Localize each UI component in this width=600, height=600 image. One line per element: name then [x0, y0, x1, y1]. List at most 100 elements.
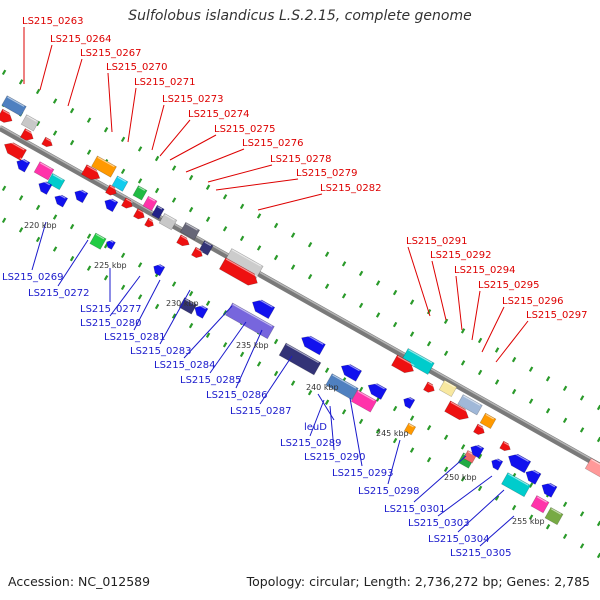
gene-feature[interactable]	[224, 248, 264, 279]
reverse-gene-label[interactable]: LS215_0286	[206, 390, 267, 401]
forward-gene-label[interactable]: LS215_0273	[162, 94, 223, 105]
gene-feature[interactable]	[473, 423, 486, 437]
reverse-gene-label[interactable]: LS215_0269	[2, 272, 63, 283]
gene-feature[interactable]	[584, 457, 600, 478]
gene-feature[interactable]	[530, 495, 550, 514]
gene-feature[interactable]	[89, 232, 107, 250]
gene-feature[interactable]	[151, 204, 165, 220]
gene-feature[interactable]	[176, 234, 192, 249]
gene-feature[interactable]	[468, 442, 485, 459]
gene-feature[interactable]	[121, 197, 134, 211]
gene-feature[interactable]	[479, 412, 497, 430]
gene-feature[interactable]	[133, 208, 146, 221]
gene-feature[interactable]	[144, 217, 156, 229]
gene-feature[interactable]	[132, 185, 148, 201]
genome-backbone-highlight	[0, 125, 600, 465]
gene-feature[interactable]	[391, 354, 416, 376]
gene-feature[interactable]	[299, 333, 326, 356]
gene-feature[interactable]	[365, 380, 388, 400]
gene-feature[interactable]	[105, 184, 118, 198]
gene-feature[interactable]	[499, 440, 513, 453]
guide-dot	[171, 197, 177, 203]
gene-feature[interactable]	[0, 108, 15, 125]
reverse-gene-label[interactable]: LS215_0285	[180, 375, 241, 386]
reverse-gene-label[interactable]: leuD	[304, 422, 327, 433]
gene-feature[interactable]	[151, 262, 166, 277]
gene-feature[interactable]	[41, 136, 55, 149]
gene-feature[interactable]	[423, 381, 436, 395]
reverse-gene-label[interactable]: LS215_0277	[80, 304, 141, 315]
gene-feature[interactable]	[544, 507, 564, 526]
gene-feature[interactable]	[350, 389, 378, 413]
gene-feature[interactable]	[523, 467, 542, 485]
gene-feature[interactable]	[403, 422, 417, 436]
reverse-gene-label[interactable]: LS215_0283	[130, 346, 191, 357]
forward-gene-label[interactable]: LS215_0294	[454, 265, 515, 276]
gene-feature[interactable]	[218, 257, 260, 289]
gene-feature-gloss	[406, 395, 413, 401]
gene-feature[interactable]	[438, 379, 458, 398]
gene-feature[interactable]	[20, 114, 40, 132]
gene-feature-gloss	[148, 197, 156, 202]
reverse-gene-label[interactable]: LS215_0304	[428, 534, 489, 545]
gene-feature[interactable]	[457, 394, 483, 416]
gene-feature[interactable]	[489, 457, 504, 471]
forward-gene-label[interactable]: LS215_0267	[80, 48, 141, 59]
forward-gene-label[interactable]: LS215_0295	[478, 280, 539, 291]
gene-feature[interactable]	[46, 172, 66, 191]
reverse-gene-label[interactable]: LS215_0293	[332, 468, 393, 479]
gene-feature[interactable]	[111, 175, 129, 192]
forward-gene-label[interactable]: LS215_0278	[270, 154, 331, 165]
gene-feature[interactable]	[501, 472, 531, 498]
gene-feature[interactable]	[338, 361, 363, 382]
forward-gene-label[interactable]: LS215_0263	[22, 16, 83, 27]
reverse-gene-label[interactable]: LS215_0305	[450, 548, 511, 559]
gene-feature[interactable]	[1, 95, 27, 117]
gene-feature[interactable]	[278, 342, 322, 376]
gene-feature[interactable]	[105, 239, 116, 250]
gene-feature[interactable]	[158, 213, 178, 231]
gene-feature[interactable]	[444, 400, 472, 423]
forward-gene-label[interactable]: LS215_0296	[502, 296, 563, 307]
reverse-gene-label[interactable]: LS215_0301	[384, 504, 445, 515]
gene-feature[interactable]	[539, 480, 558, 498]
gene-feature[interactable]	[179, 221, 201, 241]
forward-gene-label[interactable]: LS215_0264	[50, 34, 111, 45]
gene-feature[interactable]	[249, 297, 276, 320]
gene-feature[interactable]	[52, 192, 69, 208]
reverse-gene-label[interactable]: LS215_0289	[280, 438, 341, 449]
gene-feature[interactable]	[191, 246, 204, 260]
reverse-gene-label[interactable]: LS215_0280	[80, 318, 141, 329]
forward-gene-label[interactable]: LS215_0274	[188, 109, 249, 120]
forward-gene-label[interactable]: LS215_0282	[320, 183, 381, 194]
forward-gene-label[interactable]: LS215_0275	[214, 124, 275, 135]
gene-feature[interactable]	[142, 195, 158, 212]
forward-gene-label[interactable]: LS215_0271	[134, 77, 195, 88]
reverse-gene-label[interactable]: LS215_0284	[154, 360, 215, 371]
forward-gene-label[interactable]: LS215_0291	[406, 236, 467, 247]
gene-feature[interactable]	[14, 157, 31, 173]
forward-gene-label[interactable]: LS215_0292	[430, 250, 491, 261]
gene-feature[interactable]	[505, 451, 532, 474]
forward-gene-label[interactable]: LS215_0276	[242, 138, 303, 149]
reverse-gene-label[interactable]: LS215_0287	[230, 406, 291, 417]
gene-feature[interactable]	[33, 161, 55, 181]
gene-feature[interactable]	[192, 303, 209, 319]
gene-feature[interactable]	[325, 373, 359, 401]
gene-feature[interactable]	[91, 155, 117, 178]
gene-feature[interactable]	[102, 196, 119, 213]
reverse-gene-label[interactable]: LS215_0303	[408, 518, 469, 529]
gene-feature[interactable]	[401, 348, 435, 375]
reverse-gene-label[interactable]: LS215_0298	[358, 486, 419, 497]
reverse-gene-label[interactable]: LS215_0281	[104, 332, 165, 343]
gene-feature[interactable]	[19, 128, 35, 143]
gene-feature[interactable]	[401, 395, 416, 410]
reverse-gene-label[interactable]: LS215_0290	[304, 452, 365, 463]
gene-feature[interactable]	[81, 164, 102, 183]
forward-gene-label[interactable]: LS215_0297	[526, 310, 587, 321]
forward-gene-label[interactable]: LS215_0279	[296, 168, 357, 179]
forward-gene-label[interactable]: LS215_0270	[106, 62, 167, 73]
gene-feature[interactable]	[72, 187, 89, 204]
gene-feature[interactable]	[36, 179, 53, 195]
reverse-gene-label[interactable]: LS215_0272	[28, 288, 89, 299]
